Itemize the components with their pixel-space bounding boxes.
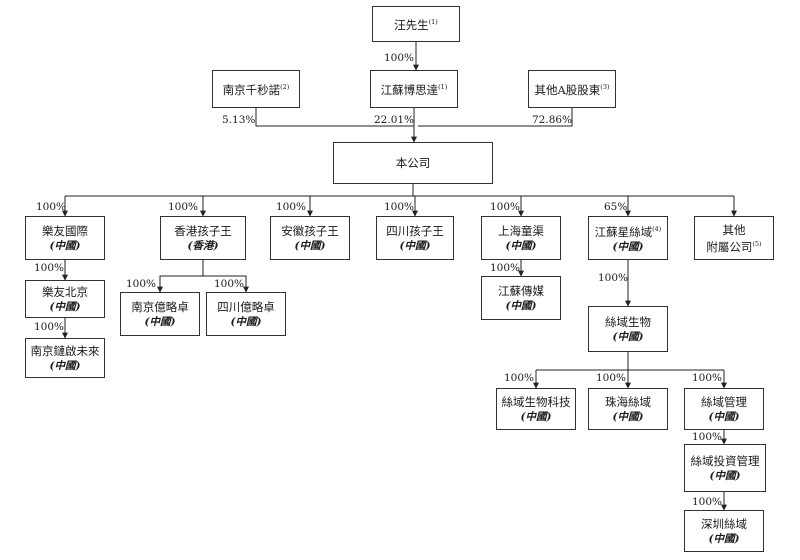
node-anhui-kidswant: 安徽孩子王(中國) [270,216,350,260]
pct-wang-to-bosida: 100% [384,52,415,64]
pct-hk-to-nanjing-yilue: 100% [126,278,157,290]
node-wang: 汪先生(1) [372,6,460,42]
connector-qianmiao [255,108,414,127]
pct-bio-to-zhuhai: 100% [596,372,627,384]
node-siyu-management: 絲域管理(中國) [684,388,764,430]
pct-bosida-to-company: 22.01% [374,114,415,126]
connector-hk-nanjing [157,260,204,293]
pct-company-to-hk: 100% [168,201,199,213]
pct-bio-to-management: 100% [692,372,723,384]
node-sichuan-yilue: 四川億略卓(中國) [206,292,286,336]
pct-shanghai-to-media: 100% [490,262,521,274]
pct-company-to-shanghai: 100% [490,201,521,213]
pct-beijing-to-lianqi: 100% [34,321,65,333]
node-zhuhai-siyu: 珠海絲域(中國) [588,388,668,430]
pct-company-to-leyou: 100% [36,201,67,213]
node-siyu-investment: 絲域投資管理(中國) [684,444,766,492]
pct-company-to-anhui: 100% [276,201,307,213]
pct-management-to-investment: 100% [692,431,723,443]
node-leyou-intl: 樂友國際(中國) [25,216,105,260]
node-shanghai-tongqu: 上海童渠(中國) [481,216,561,260]
pct-qianmiao-to-company: 5.13% [222,114,256,126]
node-shenzhen-siyu: 深圳絲域(中國) [684,510,764,552]
pct-xingsiyu-to-bio: 100% [598,272,629,284]
node-company: 本公司 [333,142,493,184]
node-sichuan-kidswant: 四川孩子王(中國) [376,216,454,260]
pct-company-to-sichuan: 100% [384,201,415,213]
node-nanjing-qianmiao: 南京千秒諾(2) [212,70,300,108]
node-hk-kidswant: 香港孩子王(香港) [160,216,246,260]
node-jiangsu-media: 江蘇傳媒(中國) [481,276,561,320]
pct-leyou-to-beijing: 100% [34,262,65,274]
connector-other-a [418,108,573,127]
node-siyu-bio: 絲域生物(中國) [588,306,668,352]
pct-other-a-to-company: 72.86% [532,114,573,126]
node-jiangsu-bosida: 江蘇博思達(1) [370,70,458,108]
node-jiangsu-xingsiyu: 江蘇星絲域(4)(中國) [588,216,668,260]
pct-company-to-xingsiyu: 65% [604,201,628,213]
node-nanjing-yilue: 南京億略卓(中國) [120,292,200,336]
connector-hk-sichuan [203,275,249,293]
node-siyu-biotech: 絲域生物科技(中國) [496,388,576,430]
node-nanjing-lianqi: 南京鏈啟未來(中國) [25,338,105,378]
node-other-subsidiaries: 其他 附屬公司(5) [694,216,774,260]
node-leyou-beijing: 樂友北京(中國) [25,280,105,318]
pct-bio-to-biotech: 100% [504,372,535,384]
node-other-a-shareholders: 其他A股股東(3) [528,70,616,108]
pct-investment-to-shenzhen: 100% [692,496,723,508]
pct-hk-to-sichuan-yilue: 100% [214,278,245,290]
